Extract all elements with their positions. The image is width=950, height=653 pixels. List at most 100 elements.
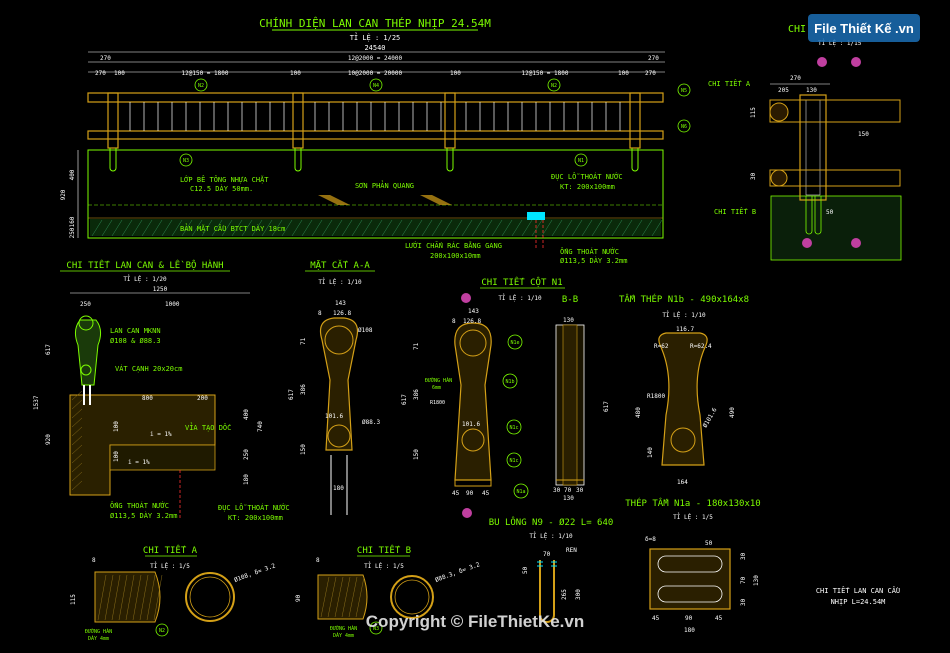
- railing-dim-250: 250: [80, 301, 91, 308]
- hatch-line: [591, 219, 603, 237]
- railing-width: 1250: [153, 286, 168, 293]
- aa-title: MẶT CẮT A-A: [310, 259, 370, 271]
- detail-b-label: N3: [373, 626, 379, 632]
- detail-a-weld-1: ĐƯỜNG HÀN: [85, 628, 112, 635]
- hatch-line: [71, 390, 83, 401]
- hatch-line: [621, 219, 633, 237]
- n1a-90: 90: [685, 615, 693, 622]
- n1a-30b: 30: [740, 598, 747, 606]
- n1a-50: 50: [705, 540, 713, 547]
- n1b-490: 490: [729, 407, 736, 418]
- post-1016: 101.6: [462, 421, 480, 428]
- note-deck: BẢN MẶT CẦU BTCT DÀY 18cm: [180, 224, 285, 233]
- rail-hole-2: KT: 200x100mm: [228, 514, 283, 522]
- n1a-30a: 30: [740, 552, 747, 560]
- section-aa: MẶT CẮT A-A TỈ LỆ : 1/10 143 126.8 8 71 …: [288, 259, 380, 515]
- dim-mid-4: 10@2000 = 20000: [348, 70, 403, 77]
- bottom-rail: [87, 130, 664, 140]
- marker-n3: N3: [183, 158, 189, 164]
- post-radius: R1800: [430, 400, 445, 406]
- aa-617: 617: [288, 389, 295, 400]
- hatch-line: [241, 219, 253, 237]
- hatch-line: [111, 574, 121, 621]
- detail-a-scale: TỈ LỆ : 1/5: [150, 562, 190, 570]
- rail-h-617: 617: [45, 344, 52, 355]
- dim-top-left: 270: [100, 55, 111, 62]
- n1b-1167: 116.7: [676, 326, 694, 333]
- main-scale: TỈ LỆ : 1/25: [350, 33, 401, 42]
- hatch-line: [327, 576, 337, 618]
- detail-a-8: 8: [92, 557, 96, 564]
- railing-dim-1000: 1000: [165, 301, 180, 308]
- hatch-line: [311, 219, 323, 237]
- n1b-d1016: Ø101.6: [702, 406, 719, 429]
- section-bb: B-B 130 617 130 30 70 30: [553, 295, 610, 502]
- hatch-line: [251, 219, 263, 237]
- stamp-line-1: CHI TIẾT LAN CAN CẦU: [816, 586, 900, 595]
- rail-pipe-2: Ø113,5 DÀY 3.2mm: [110, 511, 177, 520]
- hatch-line: [261, 219, 273, 237]
- dim-mid-5: 100: [450, 70, 461, 77]
- hatch-line: [381, 219, 393, 237]
- note-asphalt-2: C12.5 DÀY 50mm.: [190, 184, 253, 193]
- hatch-line: [221, 219, 233, 237]
- aa-d883: Ø88.3: [362, 419, 380, 426]
- n1a-title: THÉP TẤM N1a - 180x130x10: [625, 497, 760, 509]
- hatch-line: [118, 574, 128, 621]
- bb-617: 617: [603, 401, 610, 412]
- n1b-480: 480: [635, 407, 642, 418]
- n1b-title: TẤM THÉP N1b - 490x164x8: [619, 293, 749, 305]
- dim-top-right: 270: [648, 55, 659, 62]
- top-rail: [87, 92, 664, 103]
- side-title: CHI: [788, 24, 806, 35]
- hatch-line: [71, 408, 83, 419]
- hatch-line: [348, 576, 358, 618]
- hatch-line: [111, 219, 123, 237]
- hatch-line: [581, 219, 593, 237]
- post-label-n1c2: N1c: [509, 458, 518, 464]
- hatch-line: [501, 219, 513, 237]
- n1a-scale: TỈ LỆ : 1/5: [673, 513, 713, 521]
- hatch-line: [531, 219, 543, 237]
- side-dim-270: 270: [790, 75, 801, 82]
- rail-hole-1: ĐỤC LỖ THOÁT NƯỚC: [218, 503, 290, 512]
- post-label-n1b: N1b: [505, 379, 514, 385]
- rail-h-100b: 100: [113, 451, 120, 462]
- hatch-line: [171, 219, 183, 237]
- detail-a: CHI TIẾT A TỈ LỆ : 1/5 N2 8 115 Ø108, δ=…: [70, 544, 277, 642]
- hatch-line: [321, 219, 333, 237]
- hatch-line: [541, 219, 553, 237]
- rail-h-1537: 1537: [33, 395, 40, 410]
- side-dim-205: 205: [778, 87, 789, 94]
- aa-150: 150: [300, 444, 307, 455]
- aa-1016: 101.6: [325, 413, 343, 420]
- bolt-title: BU LÔNG N9 - Ø22 L= 640: [489, 516, 614, 528]
- hatch-line: [151, 219, 163, 237]
- detail-a-pipe: Ø108, δ= 3.2: [233, 562, 276, 584]
- post-617: 617: [401, 394, 408, 405]
- side-dim-50: 50: [826, 209, 834, 216]
- post-143: 143: [468, 308, 479, 315]
- note-paint: SƠN PHẢN QUANG: [355, 181, 414, 190]
- hatch-line: [551, 219, 563, 237]
- bb-130top: 130: [563, 317, 574, 324]
- railing-title: CHI TIẾT LAN CAN & LỀ BỘ HÀNH: [66, 259, 223, 271]
- bolt-300: 300: [575, 589, 582, 600]
- post-386: 386: [413, 389, 420, 400]
- hatch-line: [391, 219, 403, 237]
- rail-slope-2: i = 1%: [128, 459, 150, 466]
- hatch-line: [281, 219, 293, 237]
- bb-70: 70: [564, 487, 572, 494]
- n1b-scale: TỈ LỆ : 1/10: [662, 311, 706, 319]
- rail-h-400: 400: [243, 409, 250, 420]
- hatch-line: [481, 219, 493, 237]
- detail-b-title: CHI TIẾT B: [357, 544, 411, 556]
- hatch-line: [291, 219, 303, 237]
- plate-n1a: THÉP TẤM N1a - 180x130x10 TỈ LỆ : 1/5 50…: [625, 497, 760, 634]
- hatch-line: [441, 219, 453, 237]
- railing-dim-200: 200: [197, 395, 208, 402]
- hatch-line: [201, 219, 213, 237]
- side-detail-b: CHI TIẾT B: [714, 207, 756, 216]
